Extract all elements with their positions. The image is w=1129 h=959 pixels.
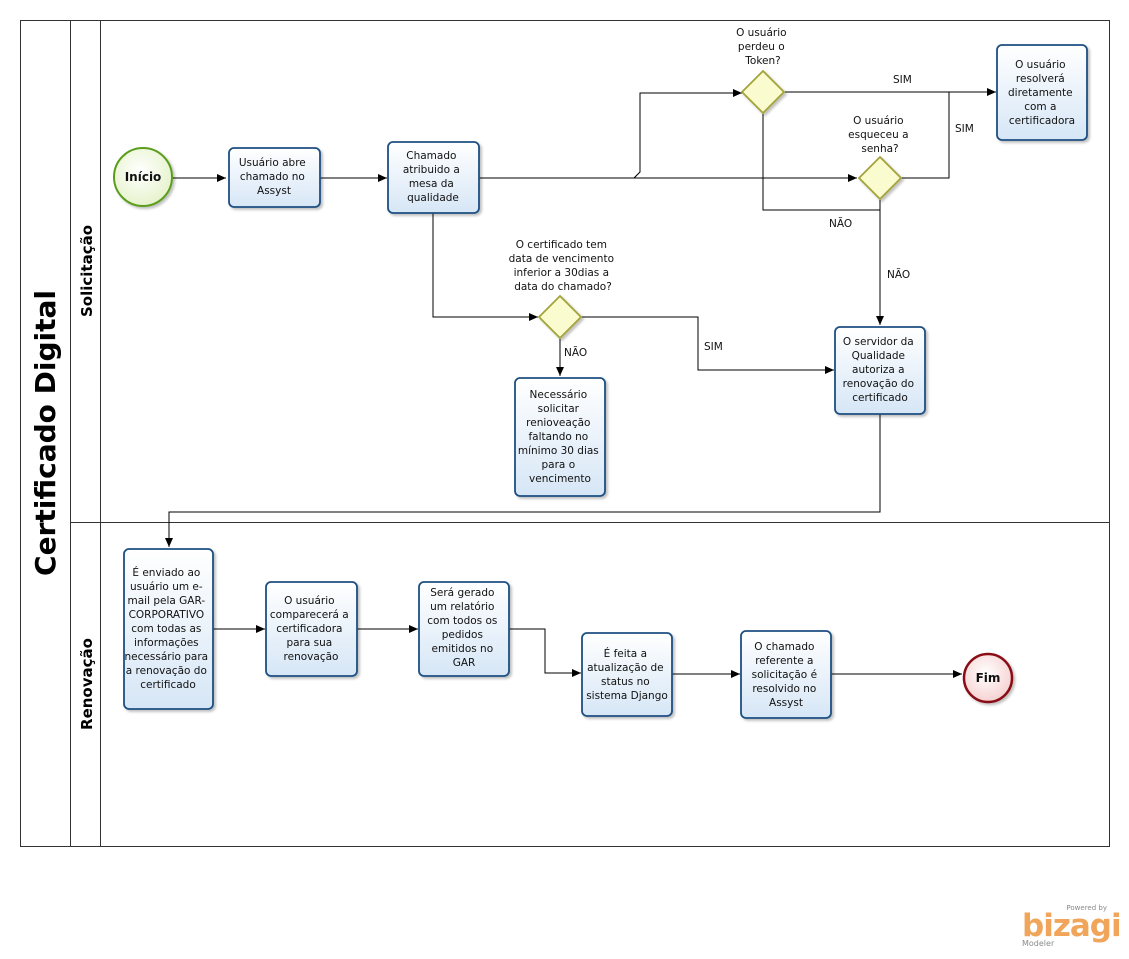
edge-label-g3-nao: NÃO — [564, 346, 587, 359]
edge-label-g2-nao: NÃO — [887, 268, 910, 281]
flow-t4-to-r1 — [165, 414, 881, 547]
lane-solicitacao-title: Solicitação — [78, 225, 96, 317]
gateway-esqueceu-senha[interactable]: O usuário esqueceu a senha? — [848, 115, 912, 201]
flow-g3-yes-to-t4 — [581, 316, 834, 374]
task-text: Necessário solicitar renioveação faltand… — [518, 389, 602, 485]
flow-g2-yes-to-t3 — [900, 92, 950, 179]
edge-label-g3-sim: SIM — [704, 341, 723, 353]
connectors — [165, 88, 996, 678]
modeler-text: Modeler — [1022, 939, 1055, 948]
task-text: É enviado ao usuário um e- mail pela GAR… — [125, 566, 212, 691]
flow-r3-to-r4 — [509, 628, 581, 677]
task-text: O servidor da Qualidade autoriza a renov… — [843, 336, 918, 404]
edge-label-g1-sim: SIM — [893, 74, 912, 86]
lane-renovacao-title: Renovação — [78, 638, 96, 730]
task-text: Usuário abre chamado no Assyst — [239, 157, 309, 197]
start-event[interactable]: Início — [113, 147, 173, 207]
task-text: Será gerado um relatório com todos os pe… — [427, 587, 500, 669]
task-usuario-abre-chamado[interactable]: Usuário abre chamado no Assyst — [228, 147, 321, 208]
gateway-certificado-vencimento[interactable]: O certificado tem data de vencimento inf… — [509, 239, 618, 340]
task-text: Chamado atribuido a mesa da qualidade — [403, 150, 463, 204]
flow-g1-no-to-t4 — [762, 112, 880, 211]
task-text: É feita a atualização de status no siste… — [586, 647, 668, 702]
bizagi-logo: Powered by bizagi Modeler — [1010, 904, 1122, 952]
task-text: O usuário resolverá diretamente com a ce… — [1008, 59, 1076, 127]
edge-label-g1-nao: NÃO — [829, 217, 852, 230]
task-email-gar-corporativo[interactable]: É enviado ao usuário um e- mail pela GAR… — [123, 548, 214, 710]
task-chamado-resolvido-assyst[interactable]: O chamado referente a solicitação é reso… — [740, 630, 832, 719]
pool-title: Certificado Digital — [29, 290, 62, 576]
end-event[interactable]: Fim — [962, 652, 1014, 704]
flow-t2-to-g3 — [432, 213, 538, 321]
task-text: O chamado referente a solicitação é reso… — [752, 641, 821, 709]
edge-label-g2-sim: SIM — [955, 123, 974, 135]
gateway-question: O usuário esqueceu a senha? — [848, 115, 912, 155]
flow-t2-to-g1 — [633, 89, 742, 179]
task-comparecera-certificadora[interactable]: O usuário comparecerá a certificadora pa… — [265, 581, 358, 677]
task-usuario-resolvera-certificadora[interactable]: O usuário resolverá diretamente com a ce… — [996, 44, 1088, 141]
task-servidor-autoriza[interactable]: O servidor da Qualidade autoriza a renov… — [834, 326, 926, 415]
gateway-question: O certificado tem data de vencimento inf… — [509, 239, 618, 293]
edge-labels: SIM SIM NÃO NÃO SIM NÃO — [564, 74, 974, 359]
gateway-question: O usuário perdeu o Token? — [736, 27, 790, 67]
task-chamado-atribuido[interactable]: Chamado atribuido a mesa da qualidade — [387, 141, 480, 214]
task-necessario-solicitar[interactable]: Necessário solicitar renioveação faltand… — [514, 377, 606, 497]
task-relatorio-pedidos-gar[interactable]: Será gerado um relatório com todos os pe… — [418, 581, 510, 677]
bizagi-wordmark: bizagi — [1022, 908, 1122, 944]
start-event-label: Início — [125, 170, 162, 184]
end-event-label: Fim — [976, 671, 1001, 685]
powered-by-text: Powered by — [1066, 904, 1107, 912]
gateway-perdeu-token[interactable]: O usuário perdeu o Token? — [736, 27, 790, 115]
task-text: O usuário comparecerá a certificadora pa… — [270, 595, 352, 663]
task-atualizacao-status-django[interactable]: É feita a atualização de status no siste… — [581, 632, 673, 717]
